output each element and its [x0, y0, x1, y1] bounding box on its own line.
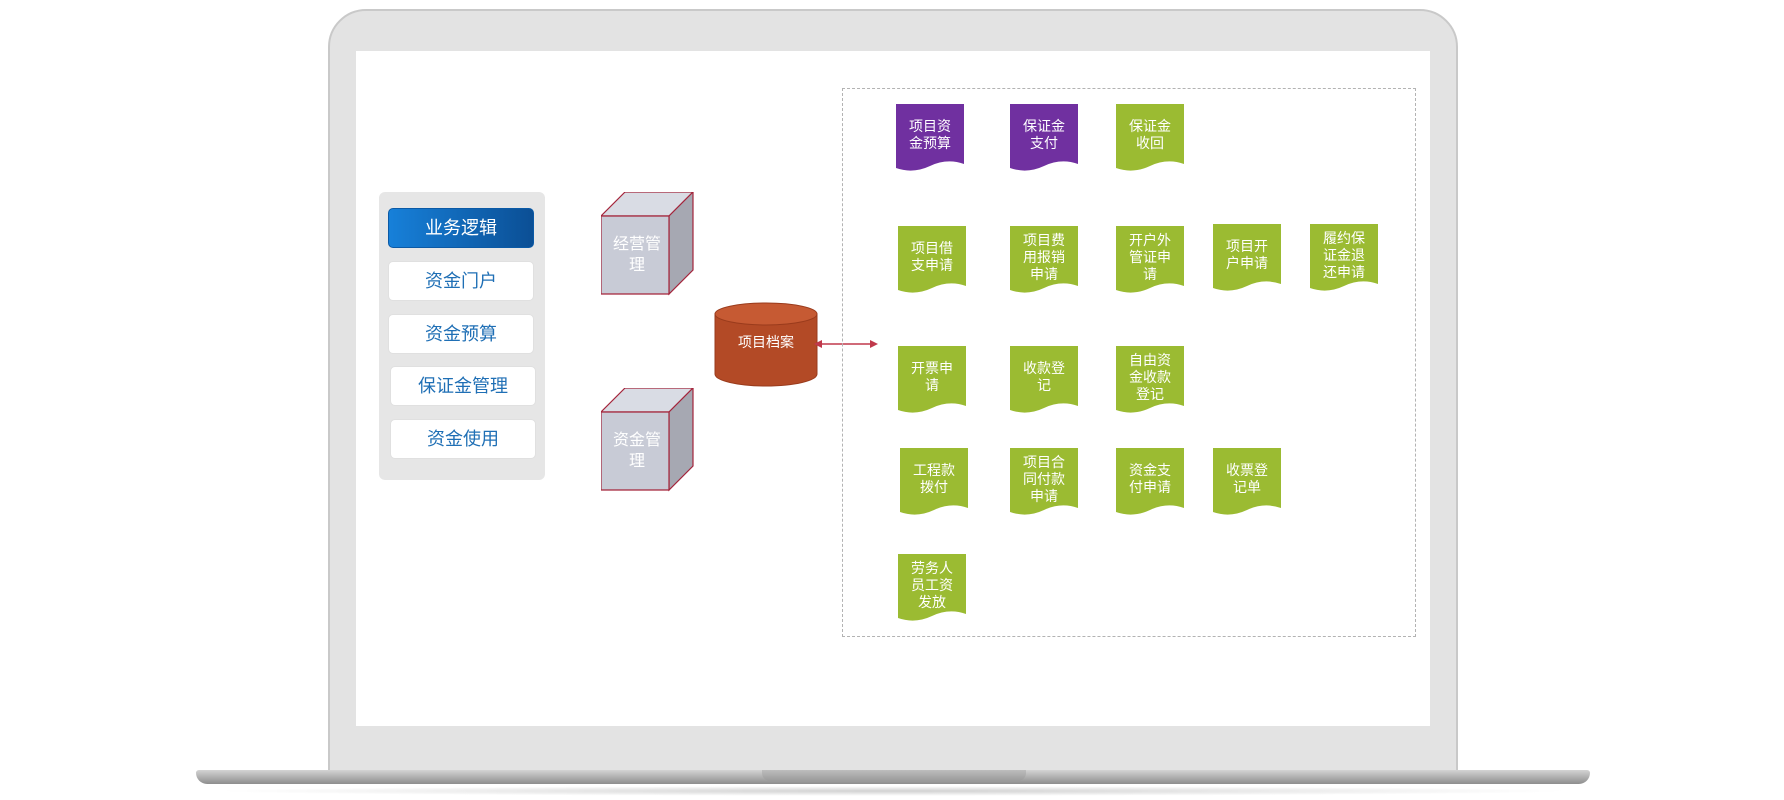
doc-label: 项目开户申请 [1226, 238, 1268, 271]
document-shape [1010, 346, 1078, 413]
doc-fund-payment-request[interactable]: 资金支付申请 [1116, 448, 1184, 518]
cube-shape [601, 192, 694, 296]
database-label: 项目档案 [738, 334, 794, 350]
document-shape [898, 226, 966, 293]
doc-project-payment-allocation[interactable]: 工程款拨付 [900, 448, 968, 518]
doc-label: 资金支付申请 [1129, 462, 1171, 495]
doc-ticket-registration[interactable]: 收票登记单 [1213, 448, 1281, 518]
document-shape [1116, 226, 1184, 293]
doc-labor-wages-payment[interactable]: 劳务人员工资发放 [898, 554, 966, 624]
menu-item-business-logic[interactable]: 业务逻辑 [388, 208, 534, 248]
menu-item-deposit-management[interactable]: 保证金管理 [390, 366, 536, 406]
menu-item-fund-budget[interactable]: 资金预算 [388, 314, 534, 354]
cube-shape [601, 388, 694, 492]
doc-project-fund-budget[interactable]: 项目资金预算 [896, 104, 964, 174]
document-shape [1116, 346, 1184, 413]
doc-label: 项目合同付款申请 [1023, 453, 1065, 504]
doc-label: 保证金收回 [1129, 118, 1171, 151]
doc-project-loan-request[interactable]: 项目借支申请 [898, 226, 966, 296]
doc-expense-reimbursement[interactable]: 项目费用报销申请 [1010, 226, 1078, 296]
doc-receipt-registration[interactable]: 收款登记 [1010, 346, 1078, 416]
menu-item-fund-portal[interactable]: 资金门户 [388, 261, 534, 301]
doc-label: 履约保证金退还申请 [1323, 229, 1365, 280]
doc-label: 收款登记 [1023, 360, 1065, 393]
cube-label: 资金管理 [612, 432, 661, 470]
cube-business-management[interactable]: 经营管理 [601, 192, 697, 298]
laptop-notch [762, 770, 1026, 781]
document-shape [1310, 224, 1378, 291]
document-shape [900, 448, 968, 515]
doc-label: 项目费用报销申请 [1023, 231, 1065, 282]
cube-label: 经营管理 [612, 236, 661, 274]
document-shape [898, 554, 966, 621]
menu-item-fund-usage[interactable]: 资金使用 [390, 419, 536, 459]
document-shape [1010, 448, 1078, 515]
doc-external-account-permit[interactable]: 开户外管证申请 [1116, 226, 1184, 296]
doc-label: 保证金支付 [1023, 118, 1065, 151]
document-shape [1116, 104, 1184, 171]
document-shape [1213, 448, 1281, 515]
doc-deposit-recovery[interactable]: 保证金收回 [1116, 104, 1184, 174]
sidebar-menu: 业务逻辑 资金门户 资金预算 保证金管理 资金使用 [379, 192, 545, 480]
doc-label: 开票申请 [911, 360, 953, 393]
cube-finance-management[interactable]: 资金管理 [601, 388, 697, 494]
doc-label: 开户外管证申请 [1129, 231, 1171, 282]
database-icon [714, 302, 818, 387]
doc-invoice-request[interactable]: 开票申请 [898, 346, 966, 416]
document-shape [898, 346, 966, 413]
document-shape [896, 104, 964, 171]
laptop-shadow [210, 786, 1576, 796]
doc-performance-bond-return[interactable]: 履约保证金退还申请 [1310, 224, 1378, 294]
doc-label: 工程款拨付 [913, 462, 955, 495]
doc-label: 收票登记单 [1226, 462, 1268, 495]
doc-label: 劳务人员工资发放 [911, 559, 953, 610]
doc-label: 项目资金预算 [909, 118, 951, 151]
document-shape [1010, 226, 1078, 293]
database-project-archive[interactable]: 项目档案 [714, 302, 818, 388]
doc-label: 项目借支申请 [911, 240, 953, 273]
document-shape [1116, 448, 1184, 515]
doc-contract-payment-request[interactable]: 项目合同付款申请 [1010, 448, 1078, 518]
document-shape [1213, 224, 1281, 291]
doc-free-funds-receipt[interactable]: 自由资金收款登记 [1116, 346, 1184, 416]
doc-project-account-opening[interactable]: 项目开户申请 [1213, 224, 1281, 294]
document-shape [1010, 104, 1078, 171]
double-arrow-icon [814, 340, 878, 348]
process-documents-region [842, 88, 1416, 637]
doc-deposit-payment[interactable]: 保证金支付 [1010, 104, 1078, 174]
doc-label: 自由资金收款登记 [1129, 351, 1171, 402]
